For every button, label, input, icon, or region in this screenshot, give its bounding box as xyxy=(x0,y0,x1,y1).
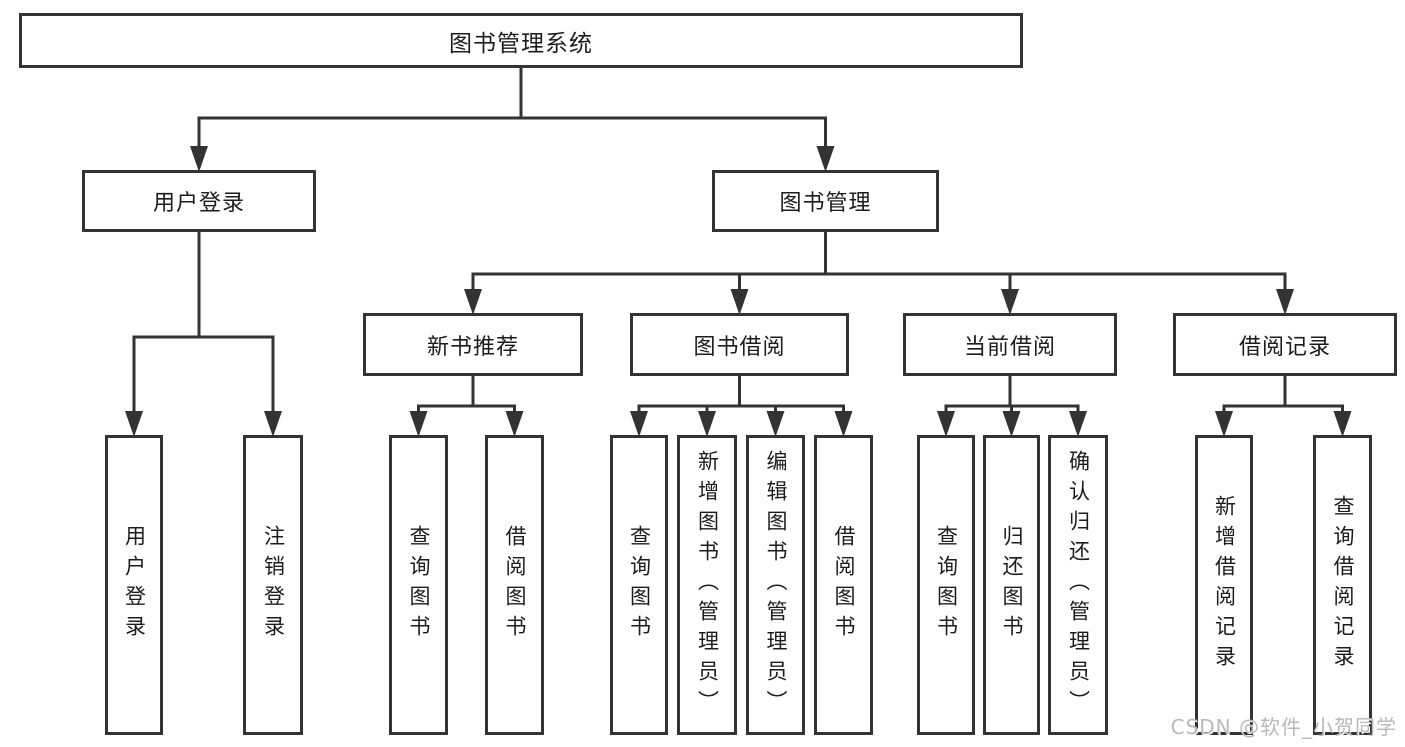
leaf-query-borrow-record: 查询借阅记录 xyxy=(1313,435,1372,735)
arrowhead-down xyxy=(766,411,785,437)
leaf-add-borrow-record-label: 新增借阅记录 xyxy=(1212,495,1237,675)
arrowhead-down xyxy=(1333,411,1352,437)
connector-level2-branch xyxy=(197,116,827,148)
leaf-borrow-books-recommend: 借阅图书 xyxy=(485,435,544,735)
leaf-logout-label: 注销登录 xyxy=(261,525,286,645)
leaf-add-book-admin-label: 新增图书（管理员） xyxy=(695,450,720,720)
node-user-login: 用户登录 xyxy=(82,170,316,232)
leaf-return-books: 归还图书 xyxy=(983,435,1040,735)
arrowhead-down xyxy=(937,411,955,437)
node-root: 图书管理系统 xyxy=(19,13,1023,68)
arrowhead-down xyxy=(264,411,282,437)
arrowhead-down xyxy=(1215,411,1233,437)
connector-records-branch xyxy=(1222,404,1344,413)
arrowhead-down xyxy=(834,411,853,437)
leaf-add-borrow-record: 新增借阅记录 xyxy=(1195,435,1253,735)
node-book-borrowing: 图书借阅 xyxy=(630,313,849,376)
leaf-query-books-current-label: 查询图书 xyxy=(934,525,959,645)
arrowhead-down xyxy=(1069,411,1087,437)
leaf-borrow-books-recommend-label: 借阅图书 xyxy=(503,525,527,645)
leaf-query-borrow-record-label: 查询借阅记录 xyxy=(1331,495,1355,675)
connector-user-login-branch xyxy=(132,335,275,413)
leaf-query-books-recommend: 查询图书 xyxy=(389,435,448,735)
node-book-management: 图书管理 xyxy=(712,170,939,232)
arrowhead-down xyxy=(630,411,648,437)
leaf-borrow-books-borrowing: 借阅图书 xyxy=(814,435,873,735)
leaf-query-books-borrowing: 查询图书 xyxy=(610,435,668,735)
arrowhead-down xyxy=(1276,289,1294,315)
leaf-edit-book-admin: 编辑图书（管理员） xyxy=(746,435,805,735)
csdn-watermark: CSDN @软件_小贺同学 xyxy=(1170,715,1397,739)
arrowhead-down xyxy=(1002,411,1021,437)
node-current-borrowing: 当前借阅 xyxy=(903,313,1117,376)
leaf-query-books-borrowing-label: 查询图书 xyxy=(627,525,652,645)
leaf-confirm-return-admin-label: 确认归还（管理员） xyxy=(1066,450,1091,720)
arrowhead-down xyxy=(464,289,482,315)
arrowhead-down xyxy=(505,411,524,437)
arrowhead-down xyxy=(190,146,208,172)
leaf-edit-book-admin-label: 编辑图书（管理员） xyxy=(764,450,788,720)
leaf-query-books-current: 查询图书 xyxy=(917,435,975,735)
connector-bookborrow-branch xyxy=(637,404,845,413)
leaf-add-book-admin: 新增图书（管理员） xyxy=(677,435,737,735)
leaf-user-login: 用户登录 xyxy=(105,435,163,735)
arrowhead-down xyxy=(125,411,143,437)
connector-level3-branch xyxy=(471,272,1287,291)
arrowhead-down xyxy=(1001,289,1019,315)
arrowhead-down xyxy=(816,146,835,172)
connector-newbook-branch xyxy=(417,404,516,413)
leaf-user-login-label: 用户登录 xyxy=(122,525,147,645)
arrowhead-down xyxy=(409,411,428,437)
node-new-book-recommendation: 新书推荐 xyxy=(363,313,583,376)
leaf-confirm-return-admin: 确认归还（管理员） xyxy=(1048,435,1108,735)
leaf-return-books-label: 归还图书 xyxy=(1000,525,1024,645)
arrowhead-down xyxy=(730,289,749,315)
connector-lines xyxy=(132,68,1344,413)
leaf-logout: 注销登录 xyxy=(243,435,303,735)
arrowhead-down xyxy=(698,411,716,437)
arrowheads xyxy=(125,146,1352,437)
leaf-query-books-recommend-label: 查询图书 xyxy=(407,525,431,645)
node-borrowing-records: 借阅记录 xyxy=(1173,313,1397,376)
leaf-borrow-books-borrowing-label: 借阅图书 xyxy=(832,525,856,645)
